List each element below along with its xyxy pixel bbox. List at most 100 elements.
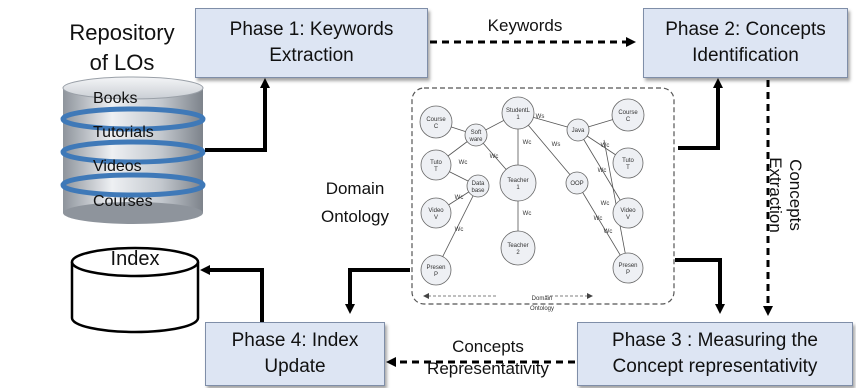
ontology-node-sublabel: V: [434, 215, 438, 221]
arrow-ontology-to-phase4: [345, 268, 410, 314]
concepts-extraction-label: Concepts Extraction: [766, 157, 805, 233]
ontology-node-sublabel: P: [626, 270, 630, 276]
repository-layer-tutorials: Tutorials: [93, 124, 154, 141]
ontology-node: OOP: [565, 171, 589, 195]
ontology-node-circle: [466, 174, 490, 198]
ontology-node-sublabel: T: [626, 165, 630, 171]
ontology-node-circle: [464, 123, 488, 147]
ontology-node-sublabel: 2: [516, 250, 520, 256]
ontology-node-circle: [419, 105, 453, 139]
repository-layer-videos: Videos: [93, 158, 142, 175]
phase-1-subtitle: Extraction: [269, 45, 354, 66]
phase-3-box: Phase 3 : Measuring the Concept represen…: [577, 322, 853, 386]
concepts-representativity-label: Concepts Representativity: [427, 337, 549, 378]
ontology-node-sublabel: ware: [468, 137, 483, 143]
phase-1-box: Phase 1: Keywords Extraction: [195, 8, 428, 78]
ontology-node-label: Soft: [471, 130, 482, 136]
ontology-node-circle: [500, 230, 536, 266]
ontology-node-circle: [611, 98, 645, 132]
ontology-node-sublabel: P: [434, 272, 438, 278]
index-cylinder: [70, 246, 200, 334]
ontology-edge-label: Wc: [601, 143, 610, 149]
ontology-edge-label: Wc: [601, 201, 610, 207]
ontology-node-circle: [612, 197, 644, 229]
ontology-node-label: Tuto: [622, 158, 634, 164]
ontology-node-sublabel: T: [434, 167, 438, 173]
ontology-node-label: Video: [620, 208, 636, 214]
disk-ring: [60, 106, 206, 132]
disk-bottom: [63, 202, 203, 224]
ontology-node-label: OOP: [570, 181, 583, 187]
ontology-node-label: StudentL: [506, 108, 531, 114]
ontology-edge-label: Wc: [598, 168, 607, 174]
repository-title: Repository of LOs: [69, 20, 175, 75]
index-label: Index: [110, 248, 160, 270]
ontology-node-label: Teacher: [507, 243, 528, 249]
arrow-ontology-to-phase3: [675, 258, 725, 314]
ontology-node-circle: [566, 118, 590, 142]
ontology-node-label: Teacher: [507, 178, 528, 184]
phase-3-title: Phase 3 : Measuring the: [612, 330, 818, 351]
ontology-node-label: Java: [572, 128, 585, 134]
disk-ring: [60, 139, 206, 165]
ontology-graph: CourseCSoftwareStudentL1JavaCourseCTutoT…: [411, 87, 675, 312]
ontology-node-circle: [420, 254, 452, 286]
arrow-phase4-to-index: [200, 265, 264, 323]
ontology-edge-label: Wc: [594, 216, 603, 222]
phase-4-box: Phase 4: Index Update: [205, 322, 385, 386]
phase-2-title: Phase 2: Concepts: [665, 19, 826, 40]
phase-3-subtitle: Concept representativity: [612, 356, 818, 377]
ontology-node-sublabel: V: [626, 215, 630, 221]
ontology-edge-label: Ws: [552, 142, 561, 148]
ontology-node-sublabel: base: [471, 188, 485, 194]
arrow-ontology-to-phase2: [678, 78, 723, 150]
ontology-node-sublabel: C: [434, 124, 439, 130]
ontology-node-sublabel: 1: [516, 115, 520, 121]
repository-layer-books: Books: [93, 90, 138, 107]
ontology-node-label: Tuto: [430, 160, 442, 166]
phase-4-subtitle: Update: [264, 356, 326, 377]
ontology-node-label: Course: [426, 117, 446, 123]
domain-ontology-label: Domain Ontology: [320, 179, 390, 226]
ontology-node-circle: [420, 149, 452, 181]
ontology-inner-label: Domain: [532, 296, 553, 302]
keywords-label: Keywords: [487, 16, 563, 35]
ontology-node-label: Course: [618, 110, 638, 116]
ontology-edge-label: Wc: [490, 154, 499, 160]
ontology-node-label: Video: [428, 208, 444, 214]
phase-2-box: Phase 2: Concepts Identification: [643, 8, 848, 78]
ontology-nodes: CourseCSoftwareStudentL1JavaCourseCTutoT…: [419, 96, 645, 286]
ontology-node-circle: [420, 197, 452, 229]
ontology-node-label: Presen: [618, 263, 637, 269]
ontology-node: Java: [566, 118, 590, 142]
ontology-edge-label: Wc: [523, 211, 532, 217]
ontology-node-label: Presen: [426, 265, 445, 271]
ontology-node-circle: [501, 96, 535, 130]
ontology-edge-label: Wc: [455, 227, 464, 233]
ontology-node-circle: [499, 164, 537, 202]
ontology-node-circle: [565, 171, 589, 195]
disk-top: [62, 76, 204, 100]
disk-ring: [60, 172, 206, 198]
ontology-edge-label: Wc: [604, 229, 613, 235]
ontology-edge-label: Wc: [523, 140, 532, 146]
ontology-edge-label: Wc: [459, 160, 468, 166]
ontology-edge-label: Wc: [455, 195, 464, 201]
phase-1-title: Phase 1: Keywords: [229, 19, 394, 40]
